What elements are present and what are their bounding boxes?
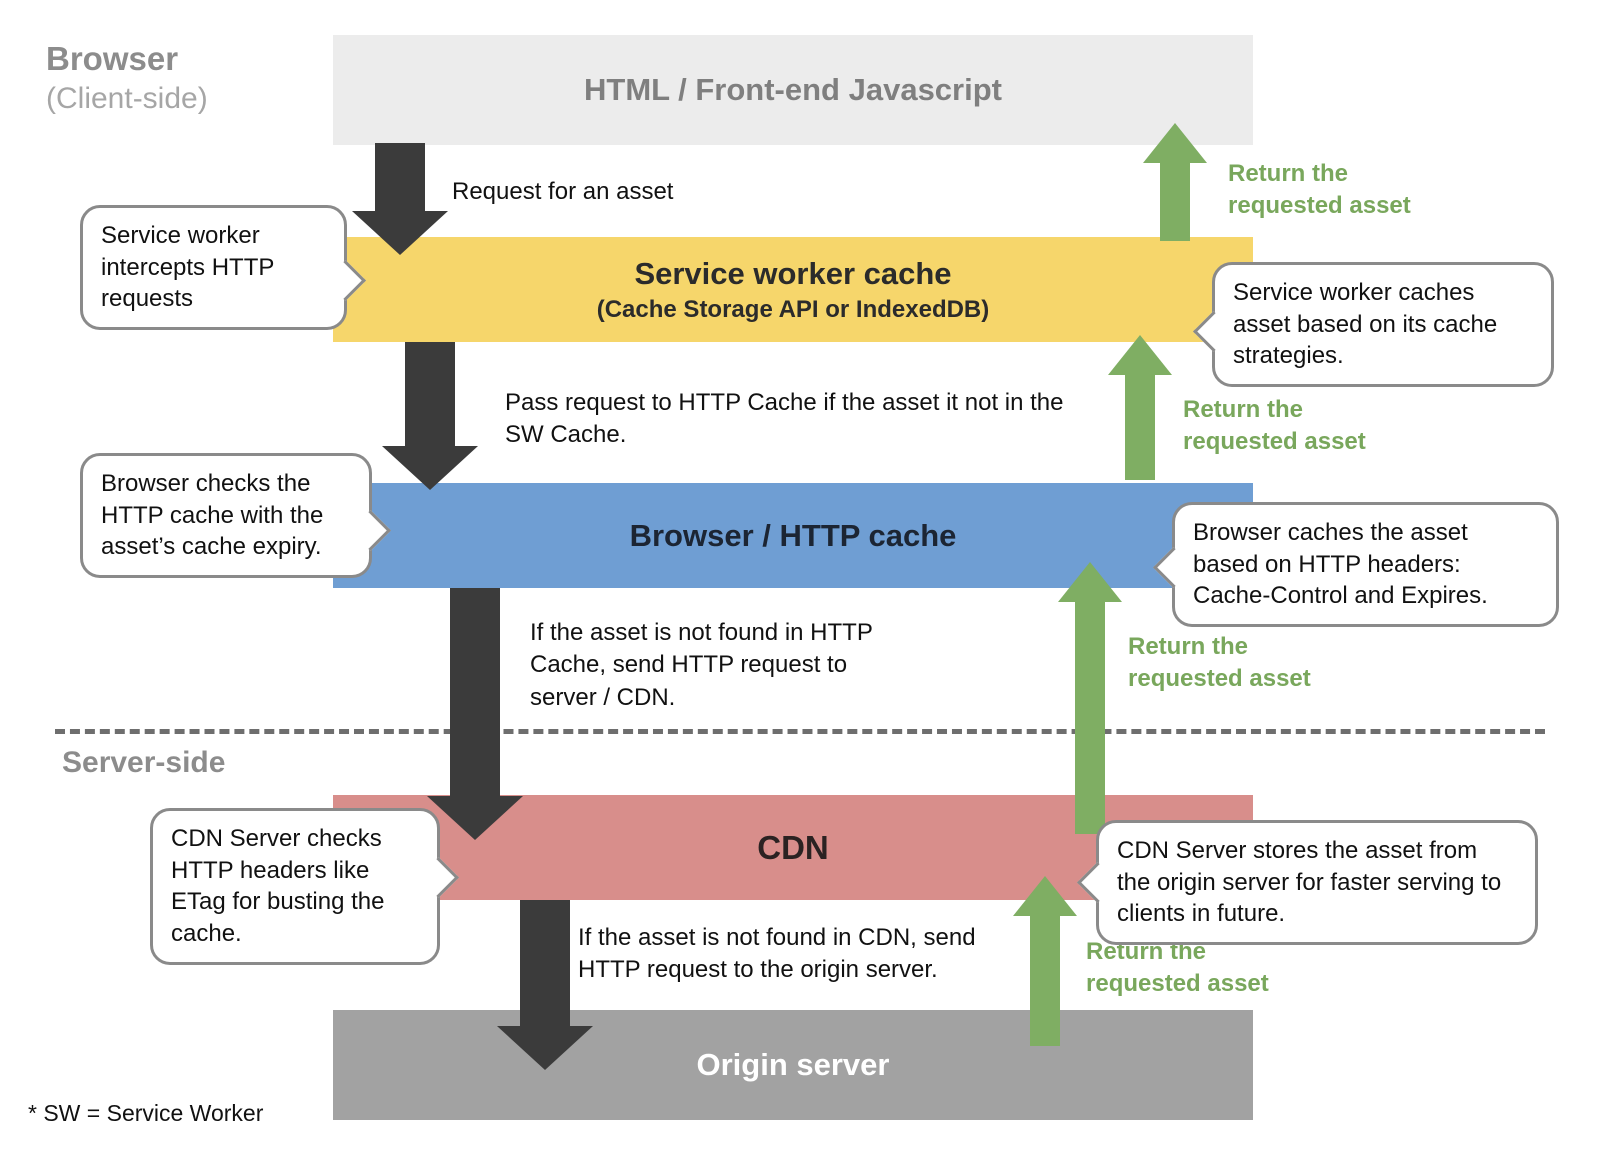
- down-arrow-to-cdn-icon: [427, 588, 523, 840]
- browser-heading: Browser: [46, 40, 179, 77]
- return-label-2: Return the requested asset: [1183, 396, 1366, 456]
- down-arrow-to-origin-icon: [497, 900, 593, 1070]
- callout-text: CDN Server stores the asset from the ori…: [1117, 837, 1502, 928]
- down-arrow-body: [450, 588, 500, 796]
- down-arrow-head: [352, 211, 448, 255]
- flow-label-to-server-cdn: If the asset is not found in HTTP Cache,…: [530, 619, 873, 711]
- up-arrow-return-to-html-icon: [1143, 123, 1207, 241]
- callout-sw-intercepts: Service worker intercepts HTTP requests: [80, 205, 367, 331]
- up-arrow-head: [1058, 562, 1122, 602]
- up-arrow-head: [1013, 876, 1077, 916]
- up-arrow-body: [1160, 163, 1190, 241]
- down-arrow-pass-http-icon: [382, 342, 478, 490]
- return-label-1: Return the requested asset: [1228, 160, 1411, 220]
- down-arrow-head: [382, 446, 478, 490]
- down-arrow-body: [520, 900, 570, 1026]
- flow-label-pass-to-http: Pass request to HTTP Cache if the asset …: [505, 389, 1064, 449]
- callout-browser-caches: Browser caches the asset based on HTTP h…: [1152, 502, 1559, 628]
- up-arrow-return-to-http-icon: [1058, 562, 1122, 834]
- up-arrow-body: [1125, 375, 1155, 480]
- footnote-sw: * SW = Service Worker: [28, 1100, 264, 1126]
- down-arrow-head: [497, 1026, 593, 1070]
- layer-html-frontend: HTML / Front-end Javascript: [333, 35, 1253, 145]
- up-arrow-body: [1075, 602, 1105, 834]
- up-arrow-return-to-sw-icon: [1108, 335, 1172, 480]
- down-arrow-head: [427, 796, 523, 840]
- callout-browser-checks: Browser checks the HTTP cache with the a…: [80, 453, 392, 579]
- client-server-divider: [55, 729, 1545, 734]
- callout-cdn-checks: CDN Server checks HTTP headers like ETag…: [150, 808, 460, 965]
- up-arrow-body: [1030, 916, 1060, 1046]
- down-arrow-body: [405, 342, 455, 446]
- client-side-heading: (Client-side): [46, 82, 208, 115]
- callout-sw-caches: Service worker caches asset based on its…: [1192, 262, 1554, 388]
- callout-cdn-stores: CDN Server stores the asset from the ori…: [1076, 820, 1538, 946]
- callout-text: CDN Server checks HTTP headers like ETag…: [171, 825, 385, 948]
- callout-text: Service worker caches asset based on its…: [1233, 279, 1498, 370]
- up-arrow-head: [1143, 123, 1207, 163]
- flow-label-request-asset: Request for an asset: [452, 178, 674, 205]
- flow-label-to-origin: If the asset is not found in CDN, send H…: [578, 924, 976, 984]
- up-arrow-return-to-cdn-icon: [1013, 876, 1077, 1046]
- server-side-heading: Server-side: [62, 746, 226, 779]
- layer-service-worker-cache: Service worker cache (Cache Storage API …: [333, 237, 1253, 342]
- callout-text: Browser checks the HTTP cache with the a…: [101, 470, 324, 561]
- layer-service-worker-title: Service worker cache: [634, 255, 952, 291]
- down-arrow-body: [375, 143, 425, 211]
- layer-browser-http-cache: Browser / HTTP cache: [333, 483, 1253, 588]
- callout-text: Service worker intercepts HTTP requests: [101, 222, 274, 313]
- layer-origin-server: Origin server: [333, 1010, 1253, 1120]
- down-arrow-request-icon: [352, 143, 448, 255]
- layer-service-worker-subtitle: (Cache Storage API or IndexedDB): [596, 295, 990, 323]
- return-label-4: Return the requested asset: [1086, 938, 1269, 998]
- up-arrow-head: [1108, 335, 1172, 375]
- callout-text: Browser caches the asset based on HTTP h…: [1193, 519, 1488, 610]
- return-label-3: Return the requested asset: [1128, 633, 1311, 693]
